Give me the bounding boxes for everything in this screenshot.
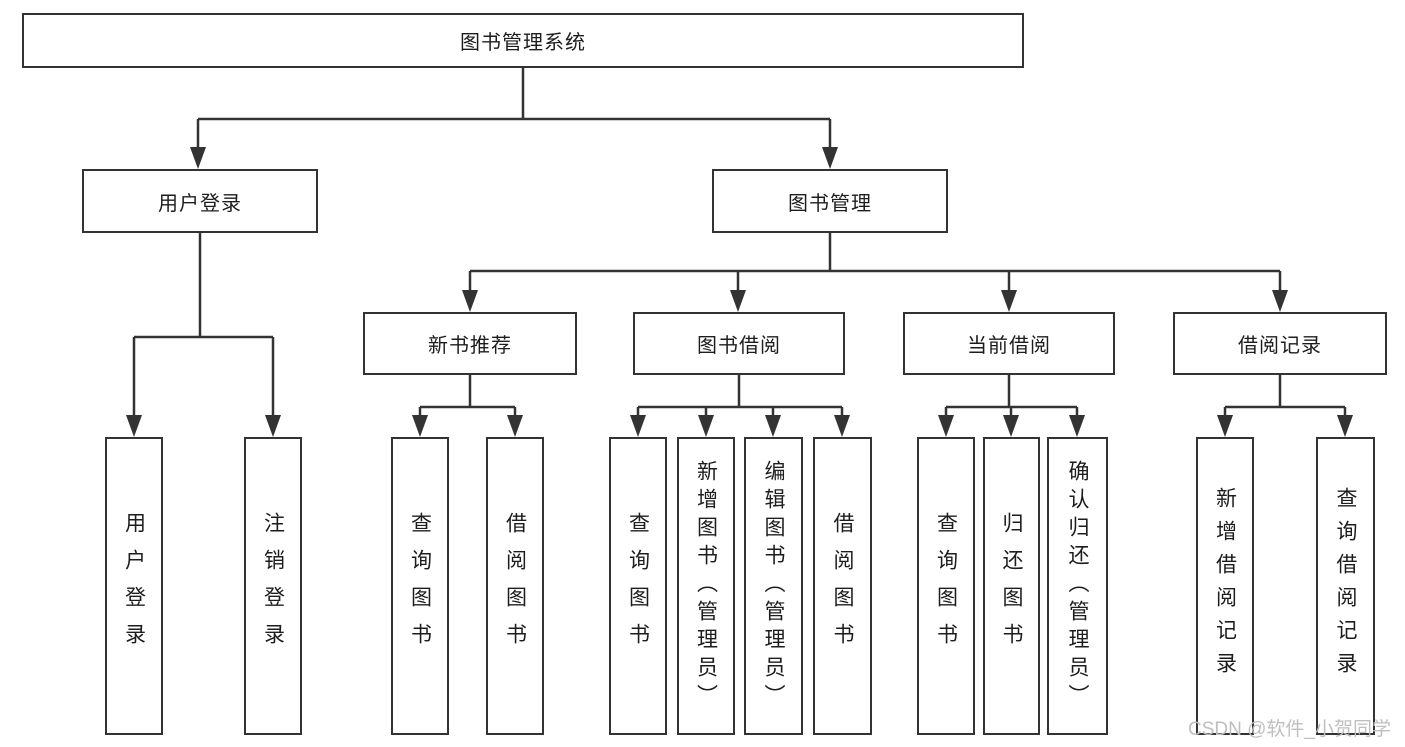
node-book-management-label: 图书管理 xyxy=(788,192,872,215)
node-user-login: 用户登录 xyxy=(82,169,318,233)
node-leaf-newbook-query-label: 查询图书 xyxy=(408,512,432,660)
node-leaf-borrow-add-label: 新增图书（管理员） xyxy=(694,460,718,712)
node-book-management: 图书管理 xyxy=(712,169,948,233)
node-leaf-newbook-query: 查询图书 xyxy=(391,437,449,735)
node-borrow-records: 借阅记录 xyxy=(1173,312,1387,375)
arrowhead-icon xyxy=(698,415,714,437)
connector-line xyxy=(944,375,1079,417)
node-book-borrow: 图书借阅 xyxy=(633,312,845,375)
node-book-borrow-label: 图书借阅 xyxy=(697,335,781,357)
connector-line xyxy=(1223,375,1347,417)
node-leaf-current-query: 查询图书 xyxy=(917,437,975,735)
csdn-watermark: CSDN @软件_小贺同学 xyxy=(1188,719,1391,740)
node-borrow-records-label: 借阅记录 xyxy=(1238,335,1322,357)
node-leaf-record-query: 查询借阅记录 xyxy=(1316,437,1375,735)
arrowhead-icon xyxy=(1272,290,1288,312)
connectors-root xyxy=(190,68,838,169)
node-leaf-logout-label: 注销登录 xyxy=(261,512,285,660)
arrowhead-icon xyxy=(822,147,838,169)
arrowhead-icon xyxy=(834,415,850,437)
node-leaf-current-return: 归还图书 xyxy=(983,437,1040,735)
connector-line xyxy=(468,233,1282,292)
arrowhead-icon xyxy=(1003,415,1019,437)
node-current-borrow: 当前借阅 xyxy=(903,312,1115,375)
connector-line xyxy=(196,68,832,149)
node-leaf-borrow-borrow-label: 借阅图书 xyxy=(831,512,854,660)
arrowhead-icon xyxy=(462,290,478,312)
connector-line xyxy=(636,375,844,417)
node-leaf-borrow-query-label: 查询图书 xyxy=(626,512,650,660)
connectors-book-mgmt xyxy=(462,233,1288,312)
connector-line xyxy=(132,233,275,417)
node-leaf-record-add-label: 新增借阅记录 xyxy=(1213,487,1237,685)
connectors-user-login xyxy=(126,233,281,437)
node-leaf-borrow-edit-label: 编辑图书（管理员） xyxy=(762,460,785,712)
node-root-label: 图书管理系统 xyxy=(460,32,586,54)
arrowhead-icon xyxy=(1337,415,1353,437)
node-leaf-current-confirm: 确认归还（管理员） xyxy=(1047,437,1108,735)
arrowhead-icon xyxy=(190,147,206,169)
connectors-new-book xyxy=(412,375,523,437)
node-leaf-newbook-borrow: 借阅图书 xyxy=(486,437,544,735)
node-leaf-current-query-label: 查询图书 xyxy=(934,512,958,660)
node-leaf-user-login-label: 用户登录 xyxy=(122,512,146,660)
arrowhead-icon xyxy=(765,415,781,437)
node-leaf-logout: 注销登录 xyxy=(244,437,302,735)
node-leaf-borrow-borrow: 借阅图书 xyxy=(813,437,872,735)
node-leaf-record-query-label: 查询借阅记录 xyxy=(1334,487,1357,685)
connectors-records xyxy=(1217,375,1353,437)
node-current-borrow-label: 当前借阅 xyxy=(967,335,1051,357)
arrowhead-icon xyxy=(938,415,954,437)
arrowhead-icon xyxy=(412,415,428,437)
arrowhead-icon xyxy=(730,290,746,312)
node-leaf-current-return-label: 归还图书 xyxy=(1000,512,1023,660)
node-leaf-borrow-add: 新增图书（管理员） xyxy=(677,437,735,735)
connectors-current xyxy=(938,375,1085,437)
connector-line xyxy=(418,375,517,417)
node-user-login-label: 用户登录 xyxy=(158,192,242,215)
arrowhead-icon xyxy=(1001,290,1017,312)
arrowhead-icon xyxy=(126,415,142,437)
node-new-book-recommend-label: 新书推荐 xyxy=(428,335,512,357)
arrowhead-icon xyxy=(1217,415,1233,437)
node-leaf-current-confirm-label: 确认归还（管理员） xyxy=(1066,460,1089,712)
arrowhead-icon xyxy=(1069,415,1085,437)
arrowhead-icon xyxy=(630,415,646,437)
node-leaf-borrow-edit: 编辑图书（管理员） xyxy=(744,437,803,735)
arrowhead-icon xyxy=(507,415,523,437)
node-leaf-user-login: 用户登录 xyxy=(105,437,163,735)
node-root: 图书管理系统 xyxy=(22,13,1024,68)
arrowhead-icon xyxy=(265,415,281,437)
node-leaf-newbook-borrow-label: 借阅图书 xyxy=(503,512,527,660)
node-leaf-record-add: 新增借阅记录 xyxy=(1196,437,1254,735)
node-leaf-borrow-query: 查询图书 xyxy=(609,437,667,735)
node-new-book-recommend: 新书推荐 xyxy=(363,312,577,375)
connectors-borrow xyxy=(630,375,850,437)
